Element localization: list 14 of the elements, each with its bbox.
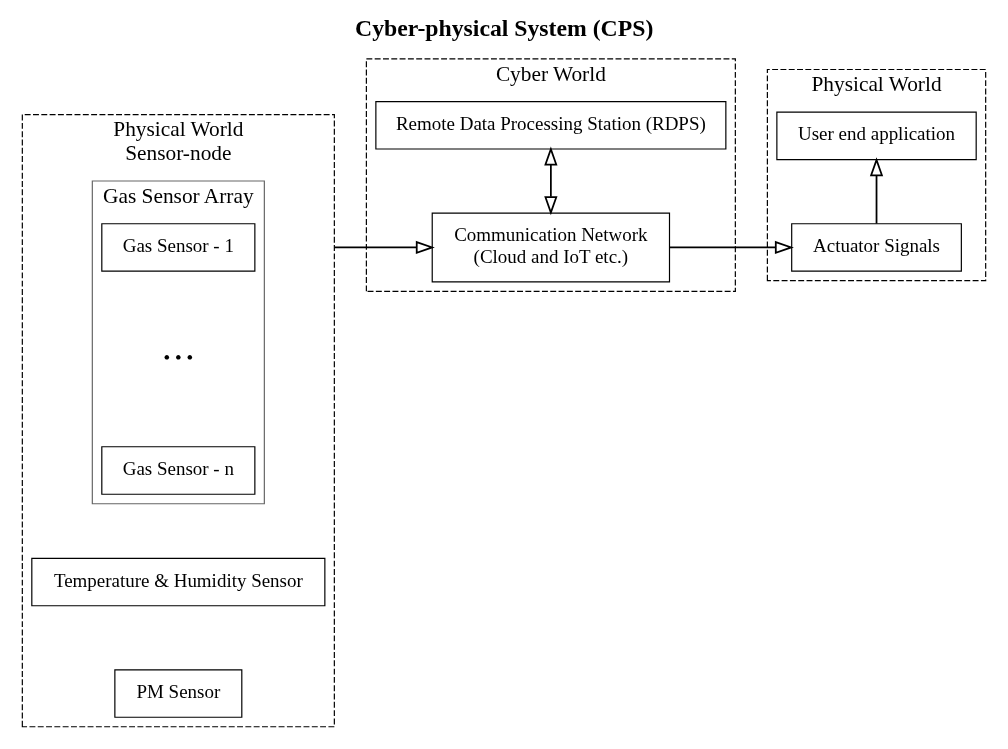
- arrow: [668, 240, 794, 254]
- arrow: [333, 240, 435, 254]
- node-box: Gas Sensor - n: [101, 445, 256, 495]
- node-box: Remote Data Processing Station (RDPS): [375, 100, 727, 150]
- node-box: User end application: [776, 111, 977, 160]
- label: • • •: [163, 345, 194, 367]
- node-box: PM Sensor: [114, 668, 243, 718]
- arrow: [544, 145, 558, 215]
- node-box: Gas Sensor - 1: [101, 222, 256, 272]
- node-box: Communication Network (Cloud and IoT etc.): [431, 211, 671, 282]
- arrow: [869, 156, 884, 224]
- node-box: Temperature & Humidity Sensor: [31, 557, 326, 606]
- diagram-title: Cyber-physical System (CPS): [355, 14, 654, 41]
- node-box: Actuator Signals: [791, 222, 962, 272]
